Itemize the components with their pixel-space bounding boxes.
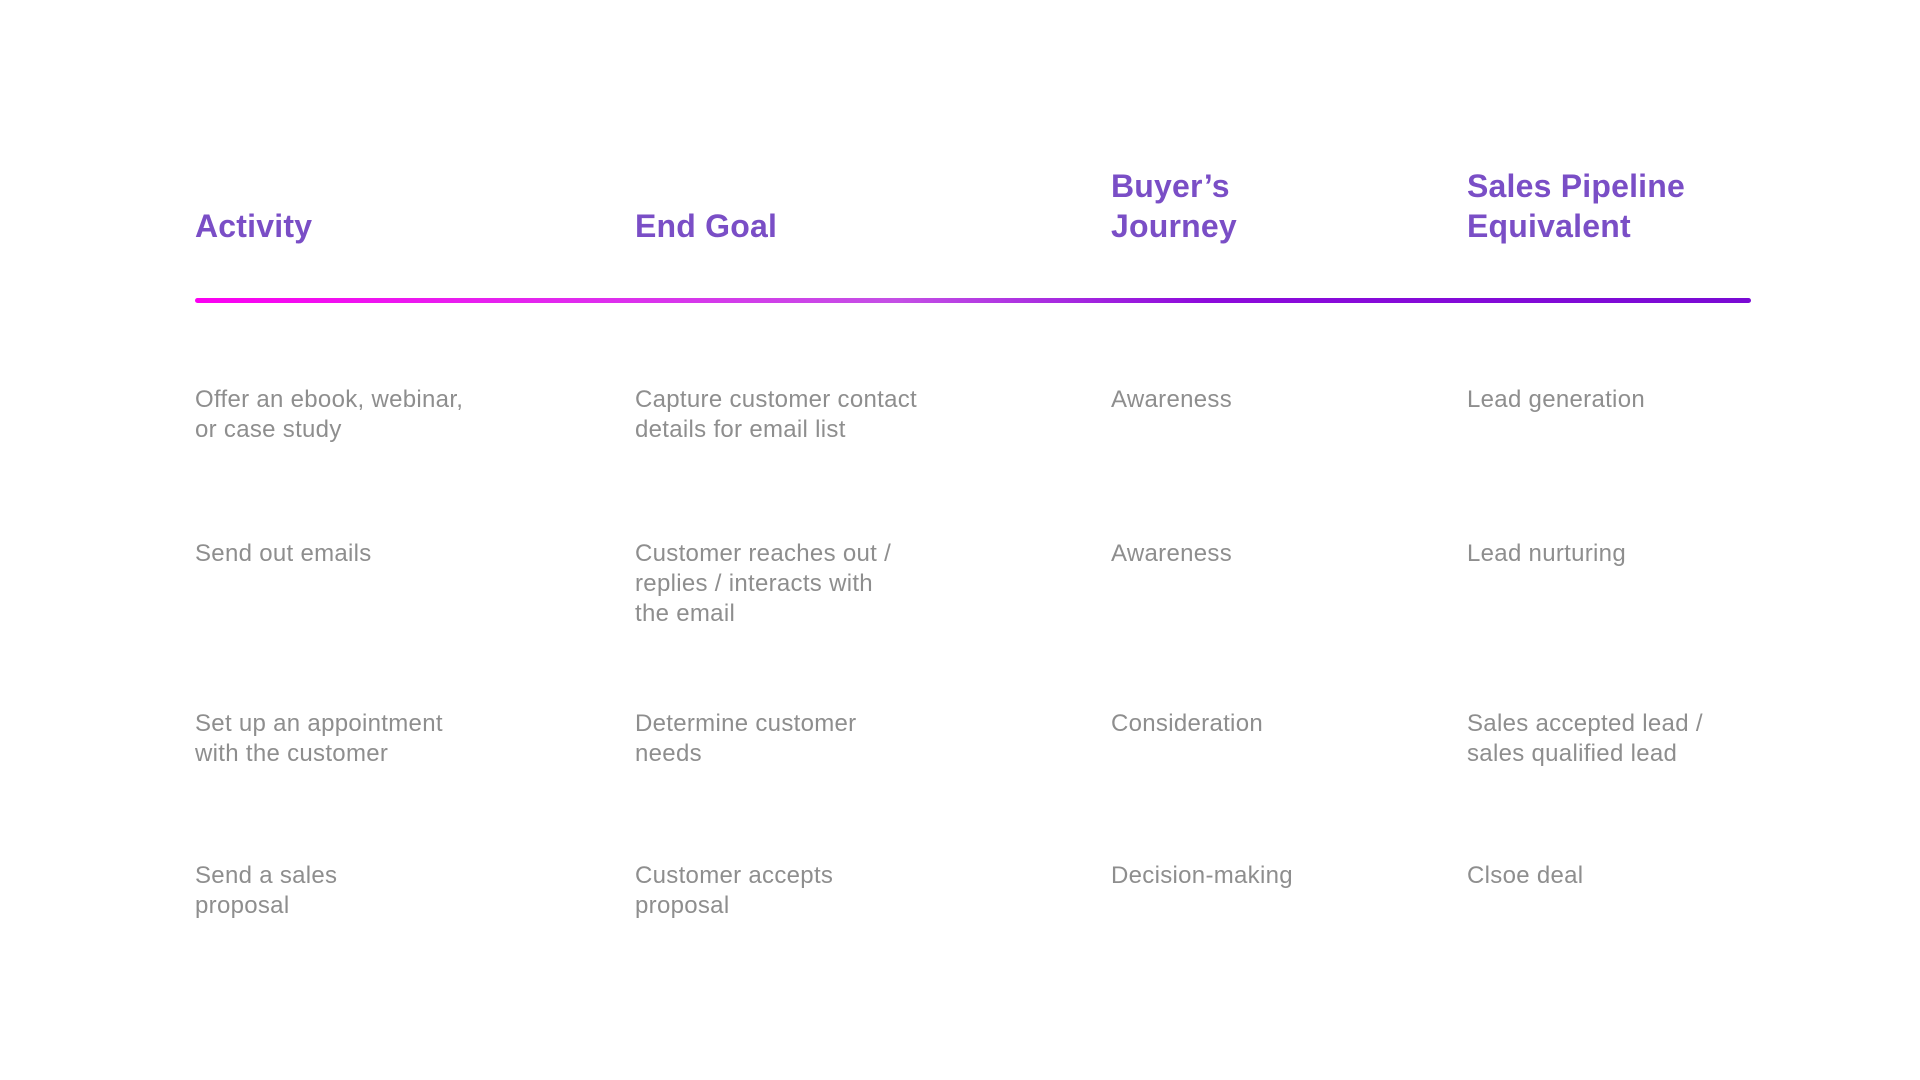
table-row: Send a sales proposal Customer accepts p…: [195, 861, 1751, 921]
sales-pipeline-table: Activity End Goal Buyer’s Journey Sales …: [195, 0, 1751, 921]
cell-end-goal: Customer reaches out / replies / interac…: [635, 540, 892, 627]
column-header-buyers-journey: Buyer’s Journey: [1111, 168, 1237, 244]
cell-buyers-journey: Awareness: [1111, 540, 1232, 567]
cell-sales-pipeline-equivalent: Sales accepted lead / sales qualified le…: [1467, 710, 1703, 767]
cell-activity: Offer an ebook, webinar, or case study: [195, 386, 464, 443]
table-row: Send out emails Customer reaches out / r…: [195, 539, 1751, 629]
cell-activity: Set up an appointment with the customer: [195, 710, 443, 767]
cell-buyers-journey: Consideration: [1111, 710, 1263, 737]
column-header-sales-pipeline-equivalent: Sales Pipeline Equivalent: [1467, 168, 1686, 244]
column-header-end-goal: End Goal: [635, 208, 778, 244]
cell-end-goal: Capture customer contact details for ema…: [635, 386, 917, 443]
table-row: Set up an appointment with the customer …: [195, 709, 1751, 769]
cell-sales-pipeline-equivalent: Clsoe deal: [1467, 862, 1584, 889]
cell-sales-pipeline-equivalent: Lead generation: [1467, 386, 1645, 413]
cell-activity: Send out emails: [195, 540, 372, 567]
cell-buyers-journey: Decision-making: [1111, 862, 1293, 889]
column-header-activity: Activity: [195, 208, 313, 244]
table-header-row: Activity End Goal Buyer’s Journey Sales …: [195, 0, 1751, 246]
cell-end-goal: Customer accepts proposal: [635, 862, 834, 919]
cell-sales-pipeline-equivalent: Lead nurturing: [1467, 540, 1626, 567]
cell-buyers-journey: Awareness: [1111, 386, 1232, 413]
table-row: Offer an ebook, webinar, or case study C…: [195, 385, 1751, 445]
cell-end-goal: Determine customer needs: [635, 710, 857, 767]
cell-activity: Send a sales proposal: [195, 862, 338, 919]
gradient-divider-line: [195, 298, 1751, 303]
